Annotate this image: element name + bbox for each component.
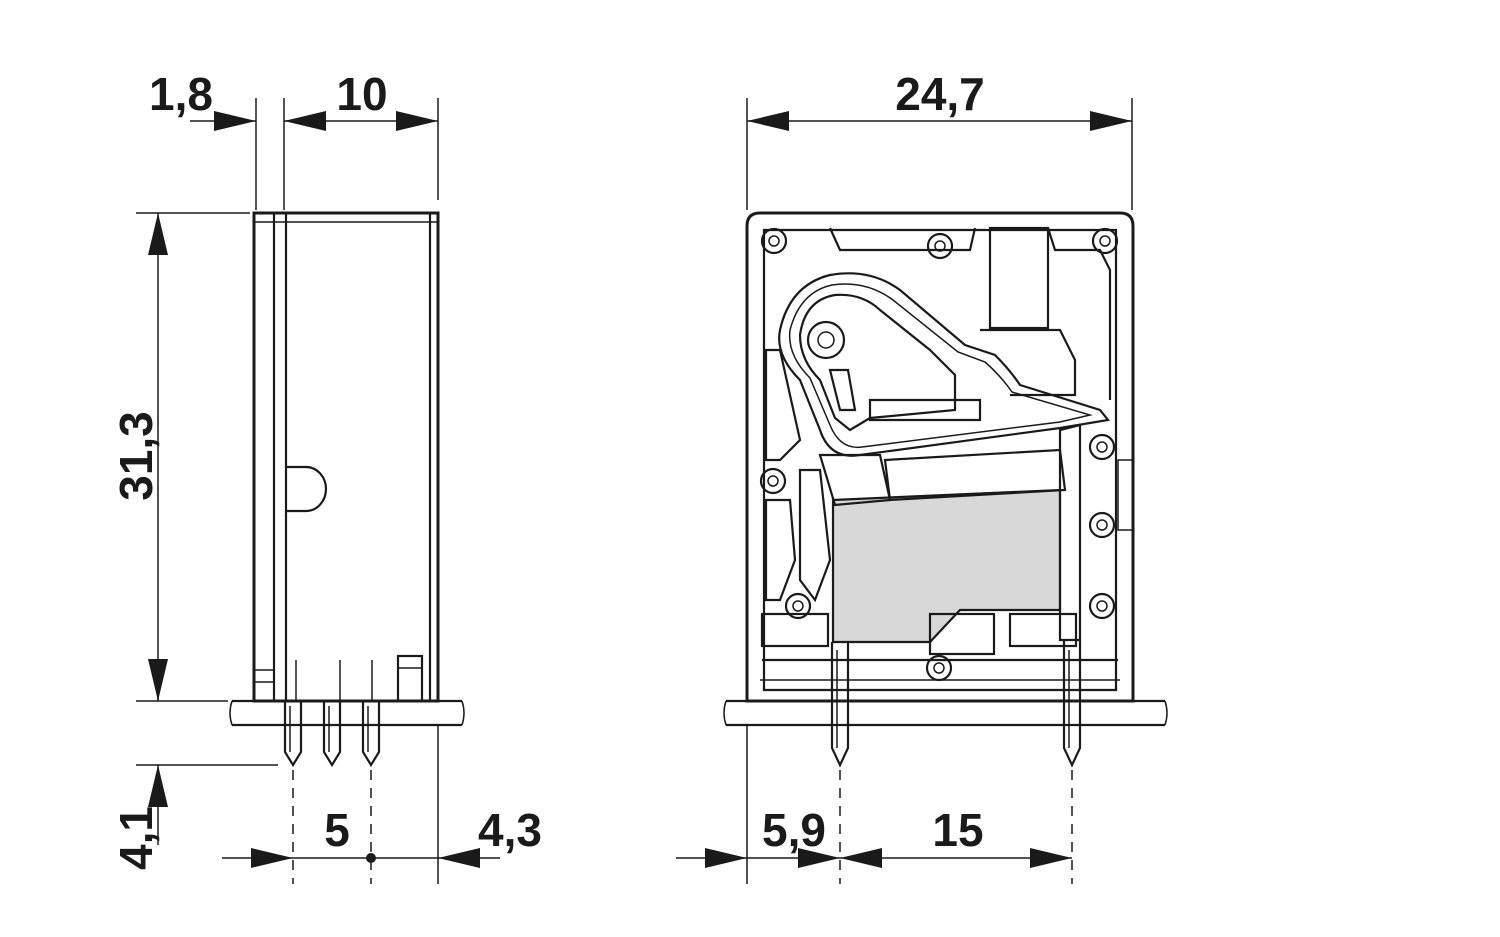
dim-label-15: 15 [932,804,983,856]
hole-icon [1088,511,1116,539]
front-housing [745,211,1135,703]
front-pins [830,640,1082,768]
dim-label-5-9: 5,9 [762,804,826,856]
dim-line-5 [222,725,500,884]
side-view: 1,8 10 [110,68,542,884]
hole-icon [925,654,953,682]
dim-label-1-8: 1,8 [149,68,213,120]
hole-icon [784,592,812,620]
dim-label-10: 10 [336,68,387,120]
hole-icon [759,467,787,495]
dim-line-1-8 [190,111,256,131]
front-pcb [723,699,1168,727]
front-view: 24,7 [676,68,1168,884]
side-pins [283,701,381,768]
hole-icon [926,232,954,260]
dim-line-4-1 [136,660,278,845]
dim-label-4-3: 4,3 [478,804,542,856]
dim-label-24-7: 24,7 [895,68,985,120]
dim-line-5-9-15 [676,725,1073,884]
hole-icon [1088,433,1116,461]
dim-label-4-1: 4,1 [110,806,162,870]
hole-icon [760,227,788,255]
dim-line-10 [284,111,438,131]
front-holes [759,227,1119,682]
dim-line-24-7 [746,98,1133,210]
side-pcb [229,699,465,727]
side-body [252,211,440,703]
dim-label-5: 5 [324,804,350,856]
hole-icon [1088,592,1116,620]
dim-label-31-3: 31,3 [110,411,162,501]
hole-icon [1091,227,1119,255]
